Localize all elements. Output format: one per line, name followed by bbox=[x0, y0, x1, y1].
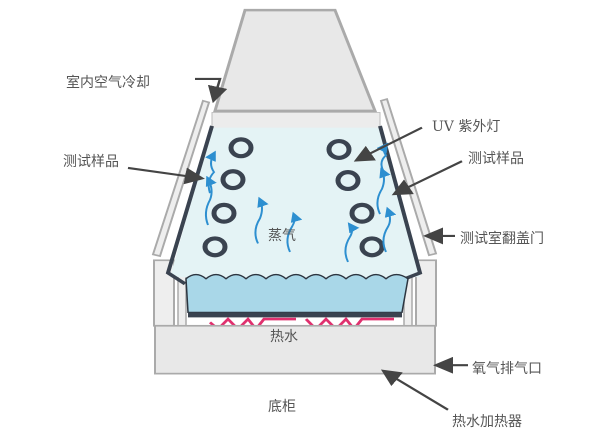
steam-arrow bbox=[376, 167, 391, 215]
left-lower-housing bbox=[153, 259, 175, 327]
left-door-panel bbox=[151, 99, 211, 258]
arrow-sample-right bbox=[391, 160, 463, 196]
heater-plate bbox=[188, 312, 402, 318]
label-uv-lamp: UV 紫外灯 bbox=[432, 118, 501, 135]
uv-lamp bbox=[349, 202, 375, 224]
steam-arrow bbox=[382, 206, 397, 253]
hood-band bbox=[211, 112, 381, 130]
label-water-heater: 热水加热器 bbox=[452, 414, 522, 431]
steam-arrow bbox=[344, 222, 360, 263]
uv-lamp bbox=[220, 169, 246, 191]
uv-lamp bbox=[228, 137, 254, 159]
steam-arrow bbox=[205, 150, 216, 194]
uv-lamp bbox=[326, 138, 352, 160]
label-hot-water: 热水 bbox=[270, 328, 298, 345]
uv-lamp bbox=[202, 236, 228, 258]
label-oxygen-exhaust: 氧气排气口 bbox=[472, 360, 542, 377]
hot-water bbox=[185, 273, 409, 313]
label-base-cabinet: 底柜 bbox=[268, 399, 296, 416]
uv-lamp bbox=[359, 236, 385, 258]
label-indoor-air-cooling: 室内空气冷却 bbox=[66, 75, 150, 92]
top-hood bbox=[213, 8, 378, 113]
steam-arrow bbox=[204, 175, 217, 226]
right-sample-wall bbox=[378, 125, 423, 281]
right-door-panel bbox=[379, 97, 438, 257]
arrow-uv-lamp bbox=[353, 126, 423, 162]
steam-arrow bbox=[376, 142, 389, 173]
uv-lamps bbox=[202, 137, 385, 258]
test-chamber bbox=[170, 127, 420, 278]
arrow-indoor-air bbox=[195, 77, 228, 104]
label-chamber-door: 测试室翻盖门 bbox=[460, 231, 544, 248]
label-steam: 蒸气 bbox=[268, 228, 296, 245]
arrow-heater bbox=[380, 369, 449, 411]
uv-lamp bbox=[211, 202, 237, 224]
label-test-sample-left: 测试样品 bbox=[63, 154, 119, 171]
uv-lamp bbox=[335, 170, 361, 192]
steam-arrow bbox=[254, 196, 269, 244]
steam-arrow bbox=[286, 211, 303, 253]
arrow-sample-left bbox=[127, 166, 205, 185]
base-cabinet bbox=[154, 324, 436, 375]
label-test-sample-right: 测试样品 bbox=[468, 150, 524, 167]
steam-arrows bbox=[204, 142, 397, 263]
